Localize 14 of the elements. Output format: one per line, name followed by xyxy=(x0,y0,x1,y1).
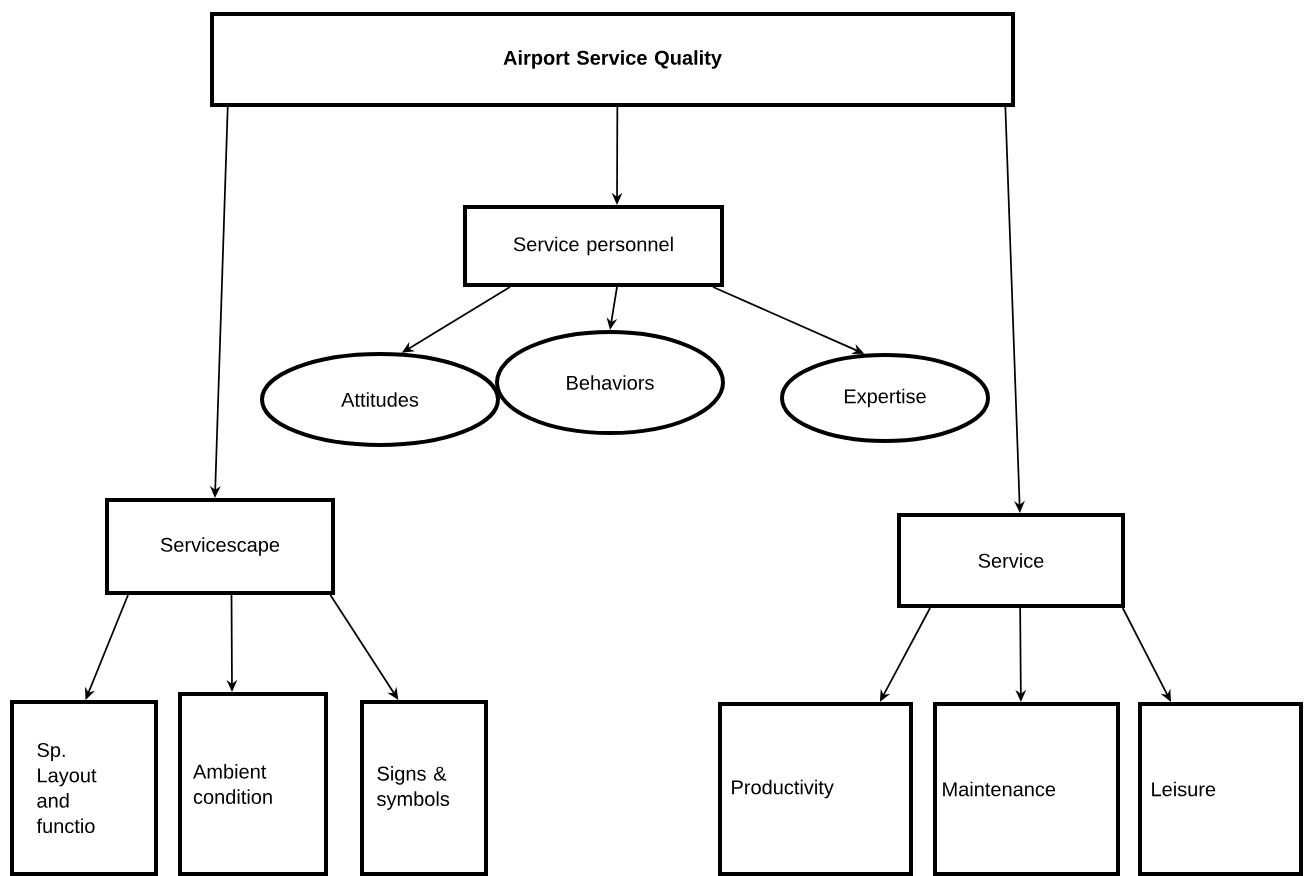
oval: Expertise xyxy=(780,353,990,443)
arrow xyxy=(329,594,399,700)
process-box: Signs & symbols xyxy=(360,700,488,876)
process-box: Productivity xyxy=(718,702,913,876)
process-box: Leisure xyxy=(1138,702,1303,876)
process-box: Ambient condition xyxy=(178,692,328,876)
oval: Attitudes xyxy=(260,352,500,447)
process-box: Maintenance xyxy=(933,702,1120,876)
title-box: Airport Service Quality xyxy=(210,12,1015,107)
oval: Behaviors xyxy=(495,330,725,435)
process-box: Servicescape xyxy=(105,498,335,595)
process-box: Sp. Layout and functio xyxy=(10,700,158,876)
process-box: Service xyxy=(897,513,1125,608)
process-box: Service personnel xyxy=(463,205,724,287)
